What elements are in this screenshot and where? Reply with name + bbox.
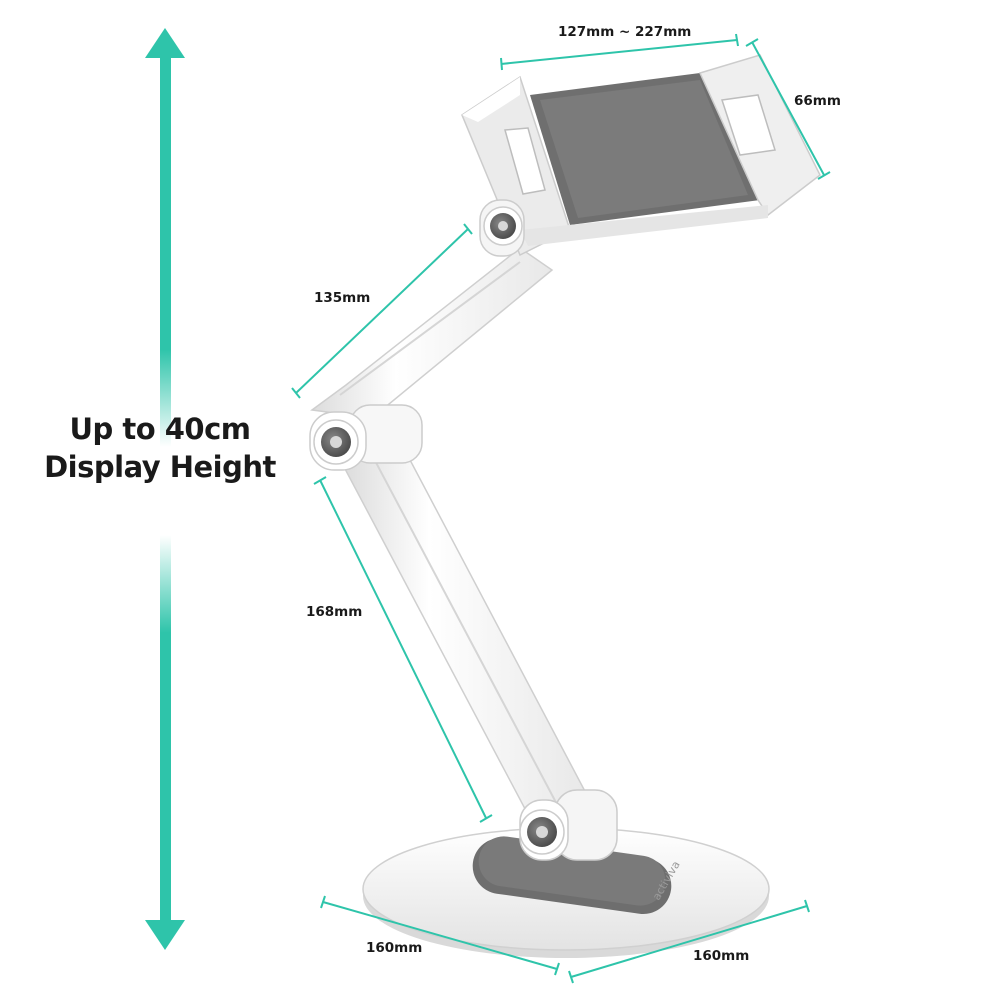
headline-line2: Display Height [44, 450, 276, 484]
upper-arm-line [295, 228, 469, 394]
lower-arm-line [319, 479, 487, 819]
dimension-lines [291, 33, 831, 984]
base-right-line [570, 905, 808, 978]
upper-arm-label: 135mm [314, 290, 371, 306]
holder-width-label: 127mm ~ 227mm [558, 24, 692, 40]
middle-hinge [309, 404, 423, 471]
lower-arm-label: 168mm [306, 604, 363, 620]
base-right-label: 160mm [693, 948, 750, 964]
stand-base [362, 827, 770, 958]
base-left-line [322, 901, 558, 970]
base-left-label: 160mm [366, 940, 423, 956]
holder-depth-label: 66mm [794, 93, 841, 109]
upper-arm [310, 247, 554, 419]
bottom-hinge [519, 789, 618, 861]
tablet-holder [461, 54, 821, 257]
holder-depth-line [751, 41, 825, 176]
height-arrow [145, 28, 185, 950]
headline-line1: Up to 40cm [69, 412, 251, 446]
lower-arm [342, 440, 590, 823]
top-hinge [479, 199, 525, 257]
holder-width-line [500, 39, 738, 65]
headline: Up to 40cm Display Height [30, 410, 290, 486]
